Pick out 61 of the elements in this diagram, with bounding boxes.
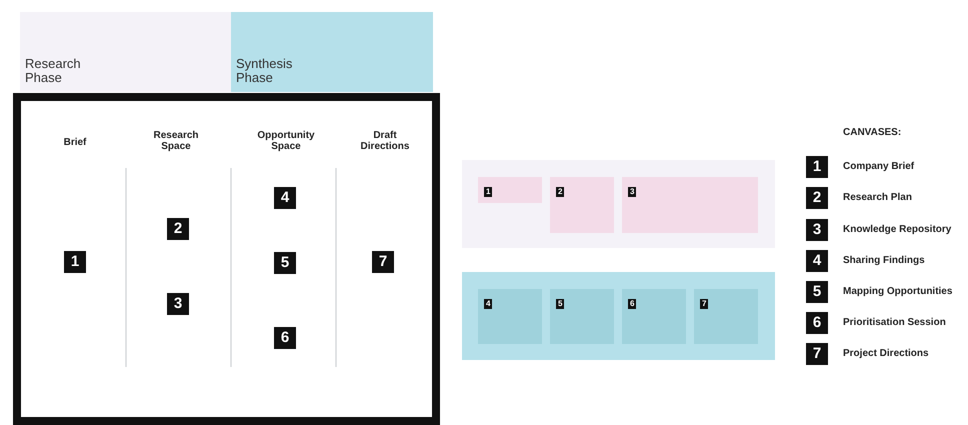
column-heading: Draft Directions [360,130,410,152]
phase-band [231,12,433,92]
number-square [274,327,296,349]
canvas-area [622,177,758,233]
number-square [274,252,296,274]
number-square [372,251,394,273]
legend-text: Knowledge Repository [843,224,952,236]
number-label: 3 [174,296,182,312]
number-label: 3 [812,222,822,238]
number-square [64,251,86,273]
canvas-frame [13,93,440,425]
number-label: 5 [280,255,290,271]
number-badge: 3 [628,187,636,197]
phase-label: Research Phase [25,57,82,85]
legend-text: Research Plan [843,192,912,204]
legend-title: CANVASES: [843,127,902,139]
number-label: 1 [70,254,80,270]
number-label: 5 [812,284,822,300]
number-square [167,293,189,315]
number-label: 6 [280,330,290,346]
number-label: 1 [812,159,822,175]
number-square [806,250,828,272]
number-badge: 4 [484,299,492,309]
legend-text: Company Brief [843,161,914,173]
canvas-area [694,289,758,344]
legend-text: Prioritisation Session [843,317,946,329]
number-square [167,218,189,240]
phase-band [20,12,231,92]
phase-panel [462,160,775,248]
number-label: 7 [378,254,388,270]
legend-text: Sharing Findings [843,255,925,267]
canvas-area [622,289,686,344]
number-label: 6 [812,315,822,331]
number-badge: 1 [484,187,492,197]
number-label: 7 [812,346,822,362]
column-heading: Opportunity Space [256,130,316,152]
number-square [806,312,828,334]
number-square [806,219,828,241]
canvas-area [478,289,542,344]
number-badge: 6 [628,299,636,309]
canvas-area [550,177,614,233]
legend-text: Project Directions [843,348,929,360]
number-label: 2 [812,190,822,206]
canvas-area [550,289,614,344]
number-badge: 7 [700,299,708,309]
number-label: 4 [280,190,290,206]
column-heading: Brief [62,137,88,148]
number-badge: 2 [556,187,564,197]
number-badge: 5 [556,299,564,309]
phase-label: Synthesis Phase [236,57,294,85]
number-label: 4 [812,253,822,269]
number-square [274,187,296,209]
legend-text: Mapping Opportunities [843,286,952,298]
phase-panel [462,272,775,360]
canvas-area [478,177,542,203]
number-square [806,187,828,209]
number-square [806,343,828,365]
number-square [806,156,828,178]
number-square [806,281,828,303]
number-label: 2 [174,221,182,237]
column-heading: Research Space [152,130,200,152]
